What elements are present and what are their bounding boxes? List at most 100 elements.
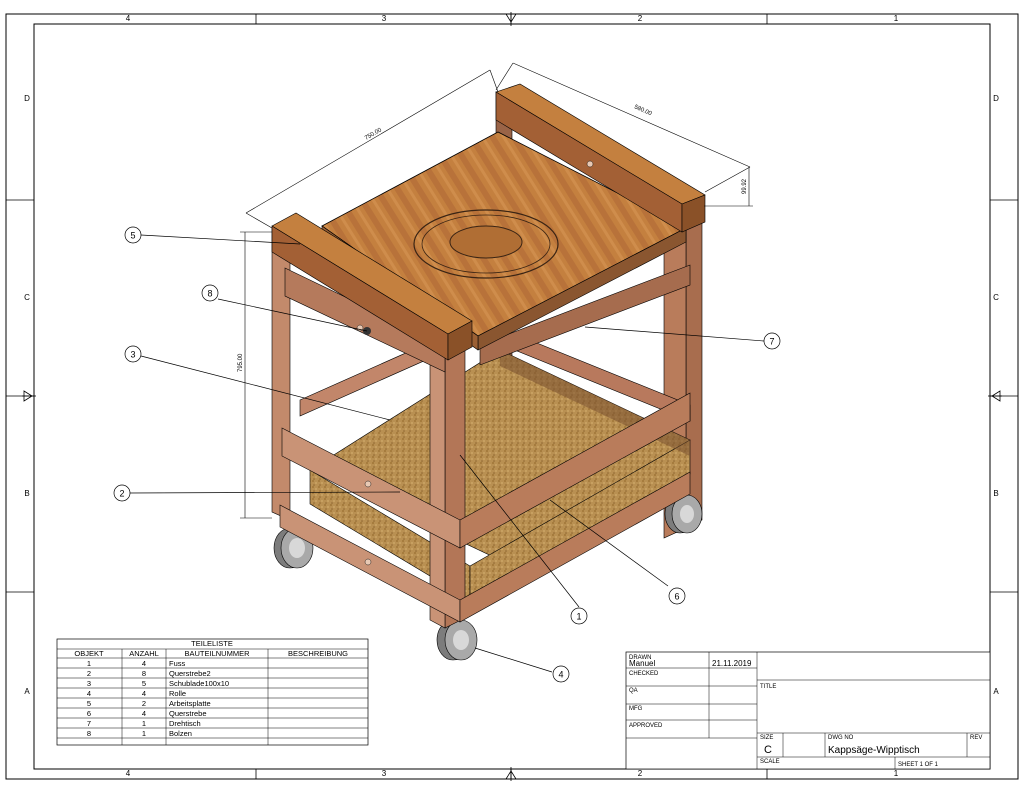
wheel [436,619,478,661]
parts-list-row: 1 4 Fuss [87,659,186,668]
mfg-label: MFG [629,706,643,712]
parts-list-row: 7 1 Drehtisch [87,719,201,728]
zone-col-label: 4 [126,769,131,778]
svg-text:1: 1 [142,719,146,728]
zone-row-label: A [993,687,999,696]
title-block: DRAWN CHECKED QA MFG APPROVED TITLE SIZE… [625,651,991,770]
svg-text:7: 7 [87,719,91,728]
checked-label: CHECKED [629,671,659,677]
parts-list-row: 4 4 Rolle [87,689,186,698]
svg-text:4: 4 [558,669,563,679]
dimension-lines [240,62,753,519]
leg [444,319,466,629]
svg-text:8: 8 [207,288,212,298]
zone-col-label: 4 [126,14,131,23]
svg-text:Drehtisch: Drehtisch [169,719,201,728]
dimension-width: 580.00 [633,104,653,117]
centering-marks [22,12,1002,781]
balloon: 3 [124,345,142,363]
balloon: 1 [570,607,588,625]
parts-list-row: 5 2 Arbeitsplatte [87,699,211,708]
svg-text:8: 8 [87,729,91,738]
svg-text:6: 6 [674,591,679,601]
svg-text:Fuss: Fuss [169,659,186,668]
approved-label: APPROVED [629,723,663,729]
svg-text:8: 8 [142,669,146,678]
zone-col-label: 1 [894,769,899,778]
svg-text:4: 4 [142,689,146,698]
parts-list-row: 8 1 Bolzen [87,729,192,738]
svg-text:5: 5 [87,699,91,708]
leader-lines [129,234,765,673]
drawn-label: DRAWN [629,655,651,661]
balloon: 2 [113,484,131,502]
zone-col-label: 1 [894,14,899,23]
parts-list-row: 3 5 Schublade100x10 [87,679,229,688]
title-label: TITLE [760,684,776,690]
size-label: SIZE [760,735,773,741]
svg-text:4: 4 [142,659,146,668]
drawn-by: Manuel [629,659,655,668]
parts-list: TEILELISTE OBJEKT ANZAHL BAUTEILNUMMER B… [56,638,369,746]
zone-row-label: C [24,293,30,302]
svg-text:7: 7 [769,336,774,346]
balloon: 6 [668,587,686,605]
inner-border [33,23,991,770]
balloon: 8 [201,284,219,302]
dwg-no-value: Kappsäge-Wipptisch [828,745,920,756]
rev-label: REV [970,735,982,741]
zone-row-label: B [993,489,998,498]
sheet-number: SHEET 1 OF 1 [898,762,939,768]
svg-text:2: 2 [119,488,124,498]
zone-row-label: D [24,94,30,103]
cross-rail [459,392,691,549]
svg-text:Arbeitsplatte: Arbeitsplatte [169,699,211,708]
size-value: C [764,744,772,756]
svg-text:Schublade100x10: Schublade100x10 [169,679,229,688]
svg-text:3: 3 [130,349,135,359]
dwg-no-label: DWG NO [828,735,854,741]
svg-text:Rolle: Rolle [169,689,186,698]
svg-text:Querstrebe: Querstrebe [169,709,207,718]
svg-text:5: 5 [142,679,146,688]
zone-row-label: B [24,489,29,498]
parts-list-header: BESCHREIBUNG [288,649,348,658]
svg-text:Querstrebe2: Querstrebe2 [169,669,211,678]
parts-list-row: 6 4 Querstrebe [87,709,207,718]
svg-text:1: 1 [142,729,146,738]
parts-list-title: TEILELISTE [191,639,233,648]
parts-list-header: BAUTEILNUMMER [184,649,250,658]
qa-label: QA [629,688,638,694]
svg-text:4: 4 [87,689,91,698]
zone-col-label: 2 [638,769,643,778]
parts-list-header: OBJEKT [74,649,104,658]
balloon: 5 [124,226,142,244]
balloon: 4 [552,665,570,683]
turntable [413,209,559,279]
table-illustration [271,83,706,661]
balloon: 7 [763,332,781,350]
zone-row-label: C [993,293,999,302]
parts-list-header: ANZAHL [129,649,159,658]
svg-text:1: 1 [87,659,91,668]
zone-row-label: A [24,687,30,696]
svg-text:2: 2 [142,699,146,708]
svg-text:5: 5 [130,230,135,240]
wheel [664,494,703,534]
zone-col-label: 3 [382,14,387,23]
dimension-height: 795.00 [238,353,244,372]
svg-text:1: 1 [576,611,581,621]
svg-text:4: 4 [142,709,146,718]
svg-text:2: 2 [87,669,91,678]
svg-text:6: 6 [87,709,91,718]
svg-text:3: 3 [87,679,91,688]
zone-col-label: 3 [382,769,387,778]
scale-label: SCALE [760,759,780,765]
zone-col-label: 2 [638,14,643,23]
dimension-end-board: 99.92 [742,178,748,194]
zone-row-label: D [993,94,999,103]
drawn-date: 21.11.2019 [712,659,752,668]
parts-list-row: 2 8 Querstrebe2 [87,669,211,678]
svg-text:Bolzen: Bolzen [169,729,192,738]
